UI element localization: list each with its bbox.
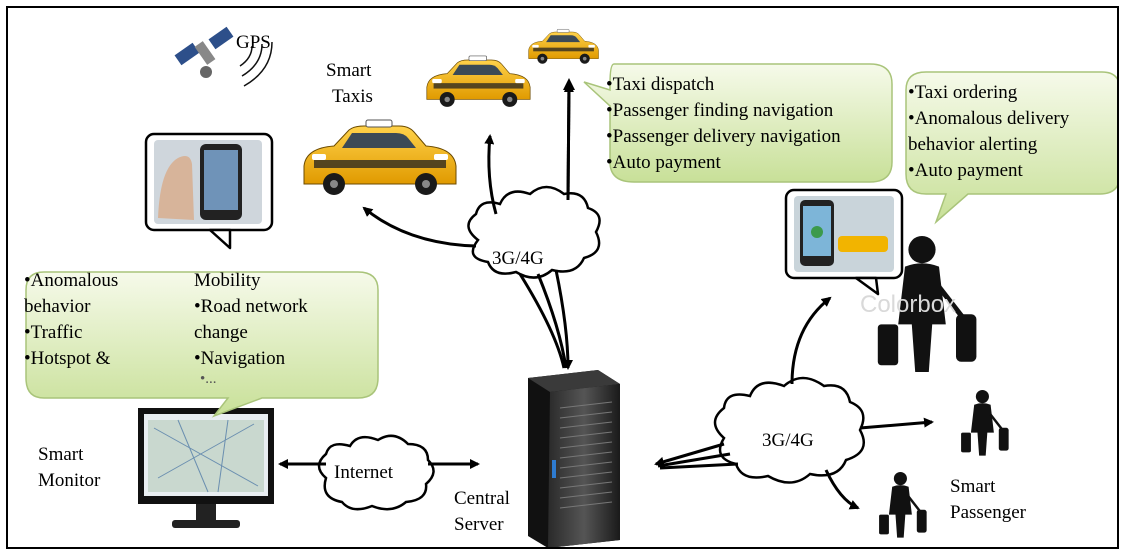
smart-monitor-icon — [138, 408, 274, 528]
smartphone-hand-icon — [144, 132, 274, 250]
network-links-top — [362, 82, 574, 370]
diagram-frame: GPS Smart Taxis 3G/4G 3G/4G Internet Cen… — [6, 6, 1119, 549]
diagram-canvas — [25, 26, 1117, 547]
smart-taxis-label-line2: Taxis — [332, 86, 373, 107]
passenger-service-item: •Auto payment — [908, 160, 1023, 181]
passenger-phone-icon — [784, 188, 904, 296]
watermark: Colorbox — [860, 291, 957, 318]
passenger-small-icon — [877, 470, 928, 539]
network-cloud-top — [467, 185, 601, 279]
monitor-service-item: •Road network — [194, 296, 308, 317]
network-cloud-right — [713, 376, 865, 484]
taxi-service-item: •Passenger finding navigation — [606, 100, 834, 121]
monitor-service-item: •Anomalous — [24, 270, 119, 291]
smart-passenger-label-line2: Passenger — [950, 502, 1026, 523]
network-right-label: 3G/4G — [762, 430, 814, 451]
taxi-services-bubble — [583, 63, 893, 183]
monitor-service-item: behavior — [24, 296, 91, 317]
gps-signal-icon — [239, 41, 273, 87]
network-top-label: 3G/4G — [492, 248, 544, 269]
monitor-service-item: •Hotspot & — [24, 348, 111, 369]
smart-taxis-label: Smart Taxis — [326, 58, 373, 110]
monitor-service-item: Mobility — [194, 270, 261, 291]
passenger-medium-icon — [959, 388, 1010, 457]
gps-satellite-icon — [174, 26, 234, 78]
gps-label: GPS — [236, 32, 271, 53]
internet-cloud — [317, 434, 435, 511]
smart-taxis-label-line1: Smart — [326, 60, 372, 81]
monitor-service-item: •Navigation — [194, 348, 286, 369]
smart-monitor-label: Smart Monitor — [38, 442, 100, 494]
smart-passenger-label: Smart Passenger — [950, 474, 1026, 526]
passenger-service-item: behavior alerting — [908, 134, 1038, 155]
smart-monitor-label-line2: Monitor — [38, 470, 101, 491]
central-server-label: Central Server — [454, 486, 510, 538]
monitor-service-item: •... — [200, 371, 217, 387]
monitor-service-item: •Traffic — [24, 322, 83, 343]
central-server-icon — [528, 370, 620, 547]
network-links-right — [654, 296, 934, 510]
smart-monitor-label-line1: Smart — [38, 444, 84, 465]
smart-taxi-small — [528, 29, 599, 64]
internet-label: Internet — [334, 462, 394, 483]
monitor-service-item: change — [194, 322, 248, 343]
central-server-label-line1: Central — [454, 488, 510, 509]
passenger-services-bubble — [905, 71, 1117, 225]
passenger-services-list: •Taxi ordering •Anomalous delivery behav… — [908, 80, 1069, 184]
smart-taxi-medium — [426, 55, 531, 108]
central-server-label-line2: Server — [454, 514, 504, 535]
passenger-service-item: •Anomalous delivery — [908, 108, 1070, 129]
monitor-services-bubble — [25, 271, 379, 418]
taxi-service-item: •Auto payment — [606, 152, 721, 173]
taxi-services-list: •Taxi dispatch •Passenger finding naviga… — [606, 72, 841, 176]
smart-passenger-label-line1: Smart — [950, 476, 996, 497]
smart-taxi-large — [303, 119, 457, 196]
taxi-service-item: •Taxi dispatch — [606, 74, 715, 95]
taxi-service-item: •Passenger delivery navigation — [606, 126, 841, 147]
passenger-service-item: •Taxi ordering — [908, 82, 1018, 103]
monitor-services-right: Mobility •Road network change •Navigatio… — [194, 268, 308, 387]
monitor-services-left: •Anomalous behavior •Traffic •Hotspot & — [24, 268, 118, 372]
